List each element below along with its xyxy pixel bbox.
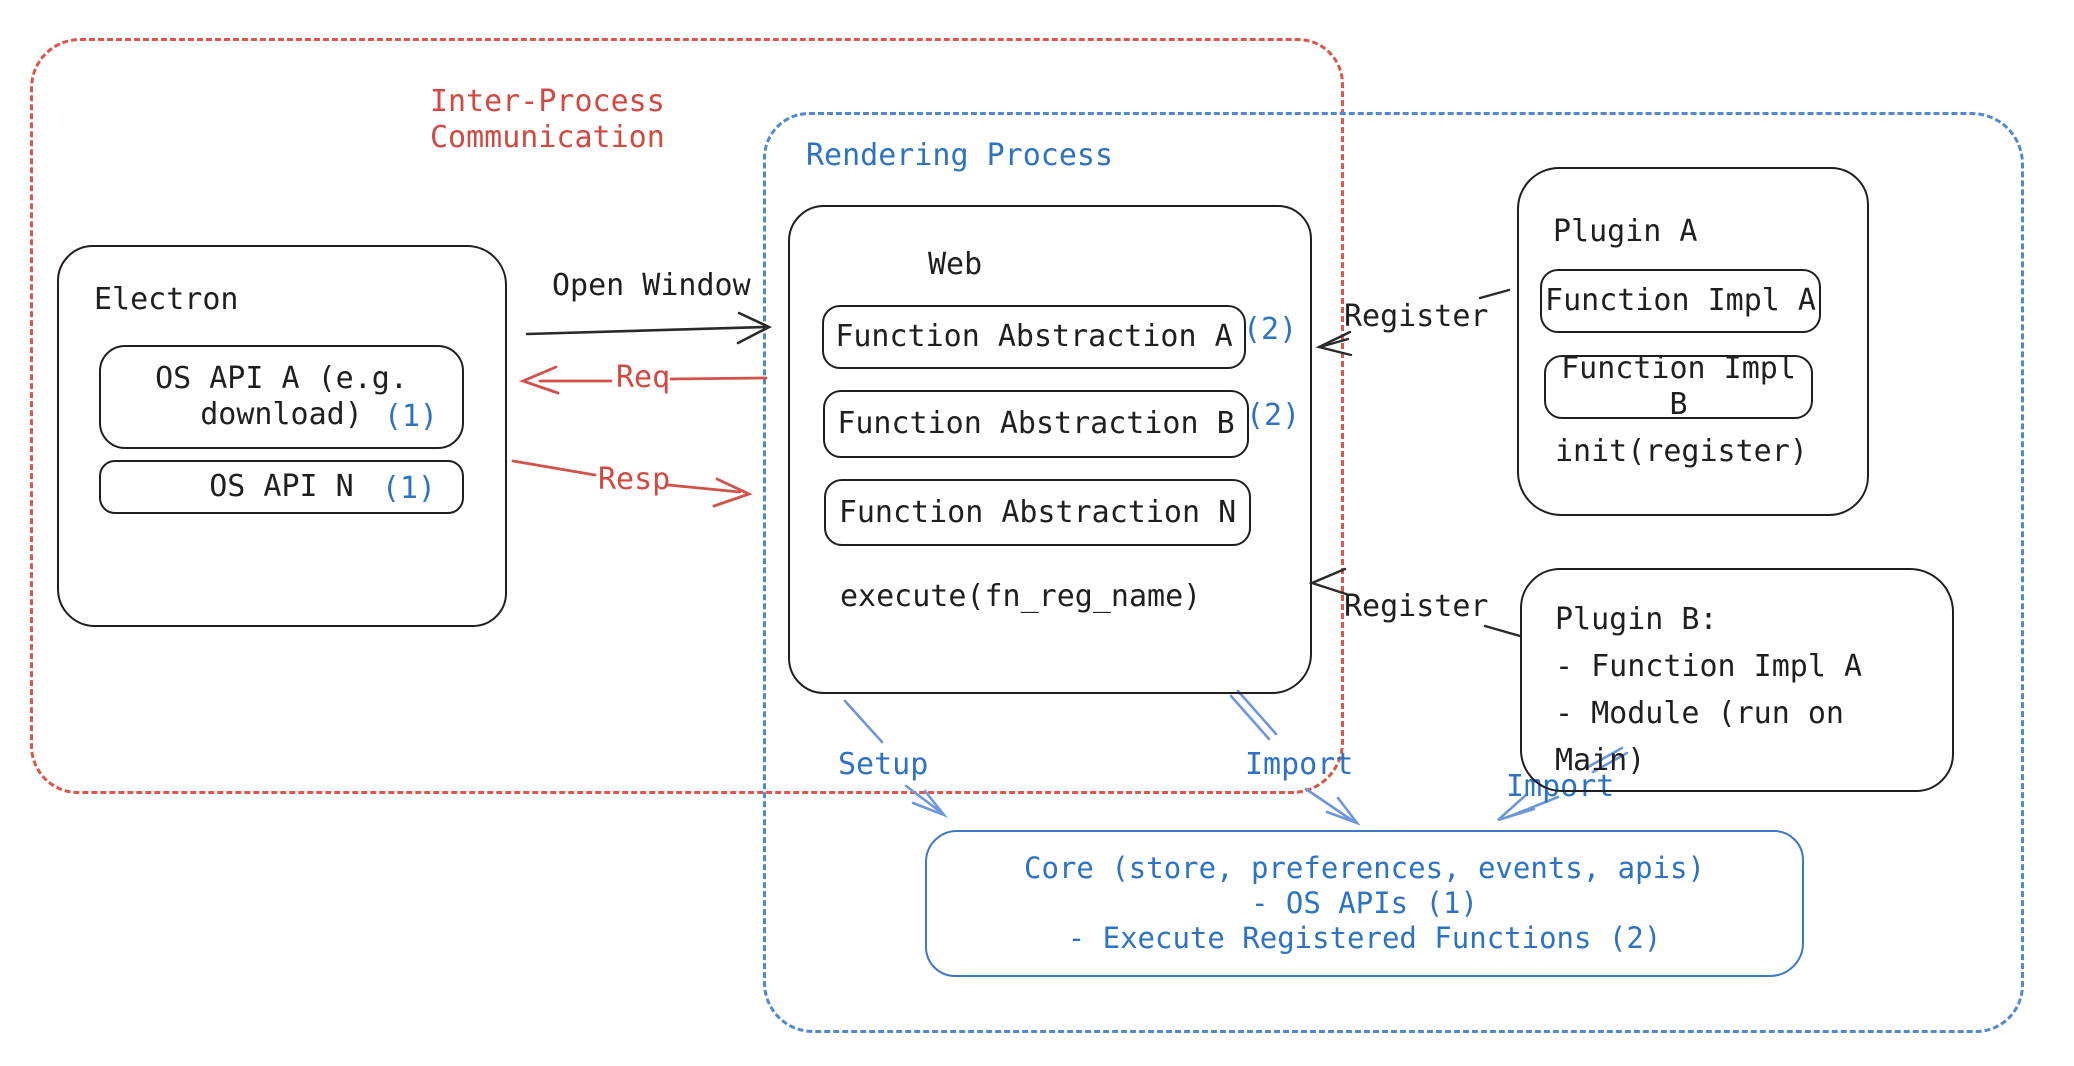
ipc-boundary	[30, 38, 1344, 794]
function-abstraction-a-badge: (2)	[1243, 312, 1298, 347]
register-b-label: Register	[1344, 589, 1489, 624]
function-impl-b-label: Function Impl B	[1561, 351, 1796, 422]
plugin-a-box: Plugin A Function Impl A Function Impl B…	[1517, 167, 1869, 516]
function-abstraction-n-label: Function Abstraction N	[838, 494, 1237, 530]
function-abstraction-b-label: Function Abstraction B	[837, 406, 1235, 441]
function-abstraction-b-badge: (2)	[1246, 398, 1301, 433]
rendering-process-label: Rendering Process	[806, 138, 1114, 173]
execute-label: execute(fn_reg_name)	[840, 579, 1202, 614]
function-abstraction-a-box: Function Abstraction A	[822, 305, 1246, 369]
web-box: Web Function Abstraction A Function Abst…	[788, 205, 1312, 694]
electron-title: Electron	[94, 282, 239, 317]
function-abstraction-b-box: Function Abstraction B	[823, 390, 1249, 458]
os-api-a-box: OS API A (e.g. download) (1)	[99, 345, 464, 449]
resp-label: Resp	[598, 462, 671, 497]
function-abstraction-n-box: Function Abstraction N	[824, 479, 1251, 546]
os-api-n-box: OS API N (1)	[99, 460, 464, 514]
plugin-a-title: Plugin A	[1553, 214, 1698, 249]
os-api-a-badge: (1)	[383, 399, 438, 434]
function-abstraction-a-label: Function Abstraction A	[835, 319, 1233, 354]
function-impl-a-label: Function Impl A	[1545, 283, 1816, 318]
web-title: Web	[928, 247, 983, 282]
plugin-b-line1: Plugin B:	[1555, 602, 1718, 637]
register-a-label: Register	[1344, 299, 1489, 334]
function-impl-a-box: Function Impl A	[1540, 269, 1821, 333]
os-api-a-line1: OS API A (e.g.	[155, 361, 408, 396]
plugin-b-box: Plugin B: - Function Impl A - Module (ru…	[1520, 568, 1954, 792]
os-api-n-badge: (1)	[381, 471, 436, 506]
plugin-b-line2: - Function Impl A	[1555, 649, 1863, 684]
ipc-label-line1: Inter-Process	[430, 84, 665, 119]
plugin-b-text: Plugin B: - Function Impl A - Module (ru…	[1555, 596, 1952, 784]
core-line2: - OS APIs (1)	[1251, 886, 1478, 920]
ipc-label: Inter-Process Communication	[430, 84, 665, 156]
open-window-label: Open Window	[552, 268, 751, 303]
os-api-n-label: OS API N	[209, 469, 354, 504]
init-register-label: init(register)	[1555, 434, 1808, 469]
function-impl-b-box: Function Impl B	[1544, 351, 1813, 422]
ipc-label-line2: Communication	[430, 120, 665, 155]
electron-box: Electron OS API A (e.g. download) (1) OS…	[57, 245, 507, 627]
req-label: Req	[616, 360, 671, 395]
rendering-process-boundary	[763, 112, 2024, 1033]
import-web-label: Import	[1245, 747, 1354, 782]
plugin-b-line3: - Module (run on Main)	[1555, 696, 1844, 778]
core-box: Core (store, preferences, events, apis) …	[925, 830, 1804, 977]
setup-label: Setup	[838, 747, 929, 782]
core-line3: - Execute Registered Functions (2)	[1067, 921, 1662, 955]
os-api-a-line2: download)	[200, 397, 363, 432]
core-line1: Core (store, preferences, events, apis)	[1024, 851, 1705, 885]
